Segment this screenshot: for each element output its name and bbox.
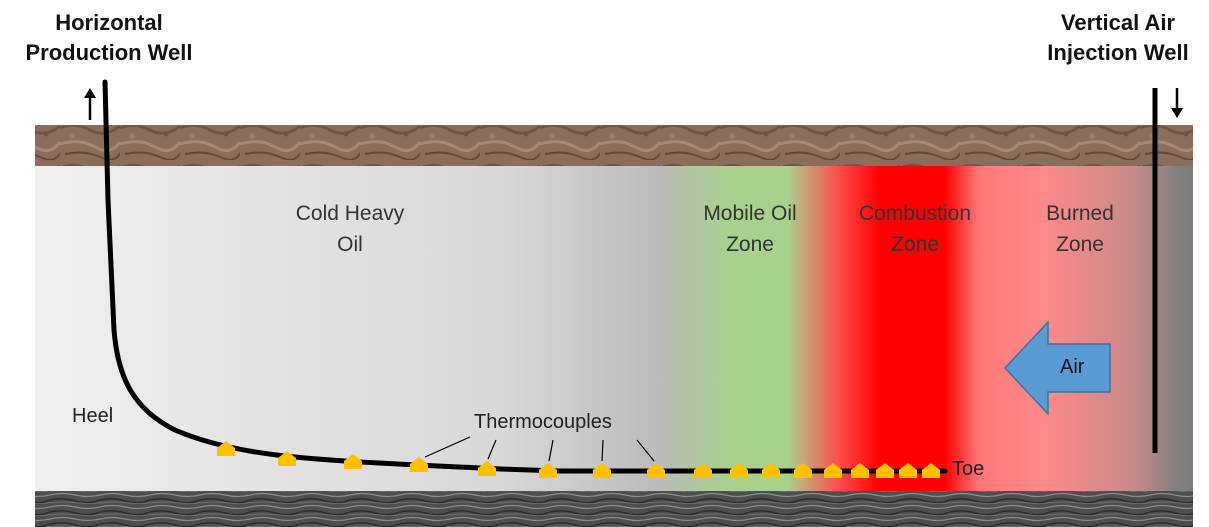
thermocouple-marker [278,451,296,466]
burned-zone-label: Burned Zone [1020,198,1140,260]
heel-label: Heel [72,405,114,427]
combustion-label-line2: Zone [891,233,939,256]
thermocouple-marker [694,463,712,478]
burned-label-line1: Burned [1046,202,1114,225]
injection-well-title-line1: Vertical Air [1060,10,1176,35]
production-well-title: Horizontal Production Well [6,8,212,68]
cold-oil-label: Cold Heavy Oil [260,198,440,260]
thermocouple-marker [344,454,362,469]
thermocouple-marker [217,441,235,456]
thermocouple-marker [922,463,940,478]
thermocouple-marker [593,463,611,478]
underburden-rock-layer [35,491,1193,527]
mobile-oil-zone-label: Mobile Oil Zone [670,198,830,260]
thermocouple-marker [762,463,780,478]
thermocouples-label: Thermocouples [474,411,612,433]
thermocouple-marker [794,463,812,478]
combustion-zone-label: Combustion Zone [835,198,995,260]
thermocouple-marker [876,463,894,478]
overburden-rock-layer [35,125,1193,166]
air-label: Air [1060,356,1085,378]
combustion-label-line1: Combustion [858,202,972,225]
thermocouple-marker [478,461,496,476]
toe-label: Toe [952,458,985,480]
thermocouple-marker [851,463,869,478]
up-arrow-icon [84,88,96,120]
thermocouple-marker [647,463,665,478]
thermocouple-marker [410,457,428,472]
down-arrow-icon [1171,88,1183,118]
reservoir-zone-gradient [35,166,1193,491]
burned-label-line2: Zone [1056,233,1104,256]
cold-oil-label-line1: Cold Heavy [295,202,405,225]
injection-well-title: Vertical Air Injection Well [1030,8,1206,68]
thermocouple-marker [539,463,557,478]
thermocouple-leader-lines [424,436,655,462]
air-arrow-icon [1003,320,1111,416]
production-well-title-line1: Horizontal [55,10,163,35]
mobile-oil-label-line1: Mobile Oil [703,202,797,225]
thermocouple-marker [899,463,917,478]
thermocouple-marker [730,463,748,478]
production-well-title-line2: Production Well [25,40,193,65]
cold-oil-label-line2: Oil [337,233,363,256]
mobile-oil-label-line2: Zone [726,233,774,256]
injection-well-title-line2: Injection Well [1047,40,1189,65]
thermocouple-marker [824,463,842,478]
thermocouple-markers [217,441,940,478]
